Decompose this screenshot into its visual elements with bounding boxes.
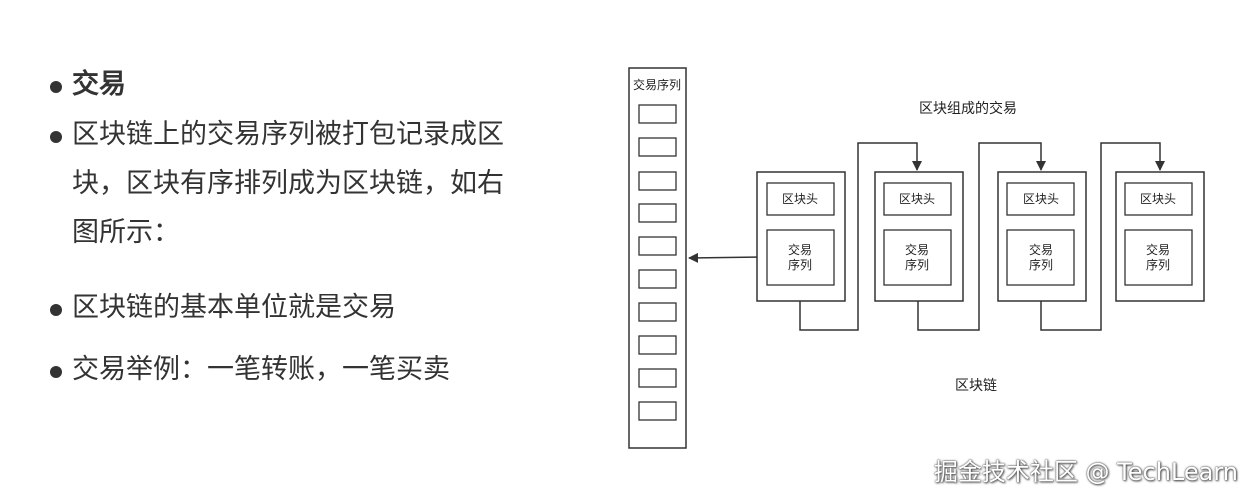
tx-sequence-label: 交易序列 bbox=[633, 77, 681, 92]
chain-label: 区块链 bbox=[955, 378, 997, 394]
block-tx-label: 交易 bbox=[1146, 242, 1170, 257]
bullet-transaction-example: 交易举例：一笔转账，一笔买卖 bbox=[48, 345, 450, 394]
tx-slot bbox=[638, 269, 677, 289]
block-tx-box bbox=[1006, 229, 1075, 286]
block-tx-box bbox=[1124, 229, 1193, 286]
block-tx-label: 交易 bbox=[1029, 242, 1053, 257]
block: 区块头 交易 序列 bbox=[756, 171, 846, 302]
block-header-box bbox=[1124, 182, 1193, 216]
tx-slot bbox=[638, 368, 677, 388]
tx-slot bbox=[638, 335, 677, 355]
block-header-label: 区块头 bbox=[1023, 192, 1059, 206]
tx-slot bbox=[638, 236, 677, 256]
bullet-transaction-heading: 交易 bbox=[48, 60, 126, 109]
bullet-basic-unit: 区块链的基本单位就是交易 bbox=[48, 283, 396, 332]
block-tx-label: 交易 bbox=[788, 242, 812, 257]
block-tx-label: 序列 bbox=[1146, 257, 1170, 272]
tx-sequence-column: 交易序列 bbox=[628, 67, 687, 449]
chain-link bbox=[799, 142, 922, 331]
block-tx-label: 序列 bbox=[788, 257, 812, 272]
watermark: 掘金技术社区 @ TechLearn bbox=[933, 458, 1238, 486]
tx-slot bbox=[638, 137, 677, 157]
block-tx-label: 交易 bbox=[905, 242, 929, 257]
block: 区块头 交易 序列 bbox=[997, 171, 1087, 302]
block: 区块头 交易 序列 bbox=[1115, 171, 1205, 302]
block-tx-box bbox=[883, 229, 952, 286]
chain-link bbox=[917, 142, 1046, 331]
block-header-label: 区块头 bbox=[899, 192, 935, 206]
bullet-chain-description: 区块链上的交易序列被打包记录成区 块，区块有序排列成为区块链，如右 图所示： bbox=[48, 110, 542, 257]
block-header-box bbox=[1006, 182, 1075, 216]
chain-link bbox=[1040, 142, 1165, 331]
tx-slot bbox=[638, 302, 677, 322]
block-header-label: 区块头 bbox=[1140, 192, 1176, 206]
tx-slot bbox=[638, 203, 677, 223]
block-header-label: 区块头 bbox=[782, 192, 818, 206]
diagram-title: 区块组成的交易 bbox=[919, 100, 1017, 117]
block-header-box bbox=[883, 182, 952, 216]
chain-connectors bbox=[799, 142, 1165, 331]
block-tx-box bbox=[766, 229, 835, 286]
tx-sequence-frame bbox=[628, 67, 687, 449]
tx-slot bbox=[638, 171, 677, 191]
tx-slot bbox=[638, 401, 677, 421]
block-tx-label: 序列 bbox=[905, 257, 929, 272]
block-tx-label: 序列 bbox=[1029, 257, 1053, 272]
block: 区块头 交易 序列 bbox=[874, 171, 964, 302]
expand-arrow bbox=[688, 252, 768, 263]
block-header-box bbox=[766, 182, 835, 216]
tx-slot bbox=[638, 104, 677, 124]
